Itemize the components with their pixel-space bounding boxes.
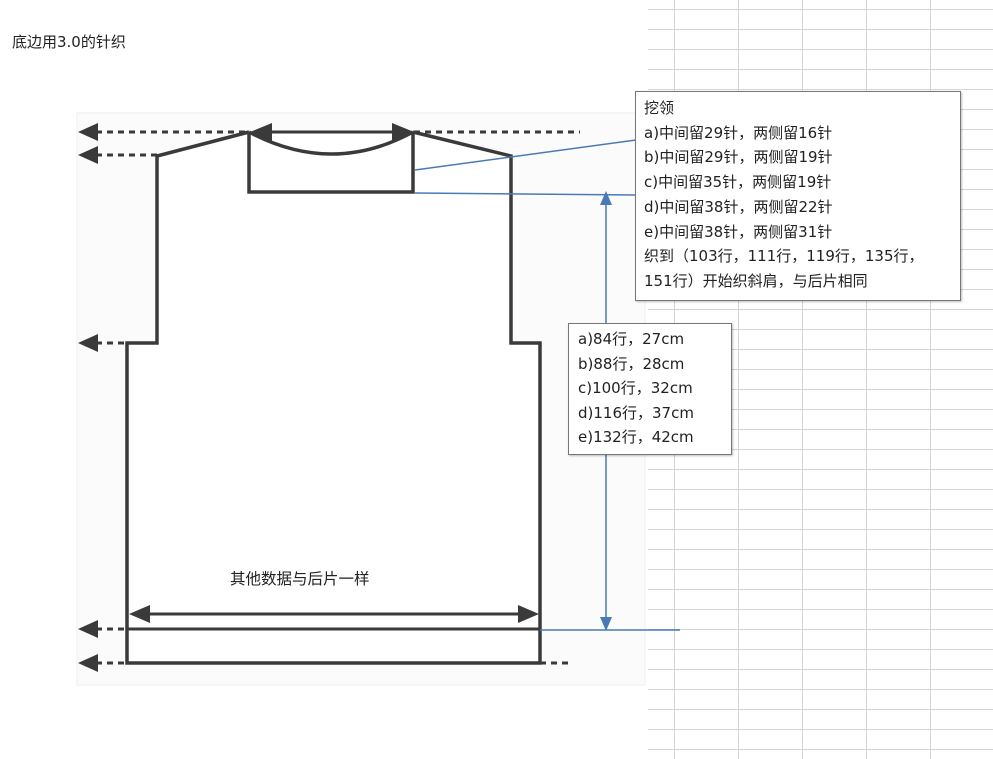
length-note-line: c)100行，32cm [578,379,693,397]
neckline-note-line: c)中间留35针，两侧留19针 [644,173,832,192]
length-arrow-bottom [600,617,612,631]
length-arrow-top [600,191,612,205]
neckline-curve [248,130,414,156]
neckline-front-box [247,132,415,194]
length-note-line: e)132行，42cm [578,428,694,446]
neck-width-arrow-right [392,123,414,141]
neckline-note-box: 挖领 a)中间留29针，两侧留16针 b)中间留29针，两侧留19针 c)中间留… [635,91,961,301]
top-note: 底边用3.0的针织 [12,33,126,51]
dashed-guide-arrowheads [78,123,98,672]
neckline-note-title: 挖领 [644,99,675,117]
neck-width-arrow-left [250,123,272,141]
dashed-guide-arrows [96,130,580,665]
hem-width-arrow-left [129,605,150,623]
neckline-note-line: d)中间留38针，两侧留22针 [644,197,833,216]
garment-outline [125,130,542,665]
neckline-note-line: 织到（103行，111行，119行，135行， [644,247,924,266]
neckline-note-line: a)中间留29针，两侧留16针 [644,123,833,142]
neckline-note-line: b)中间留29针，两侧留19针 [644,148,833,167]
callout-lines [414,139,680,631]
length-note-line: b)88行，28cm [578,354,685,373]
neckline-note-line: 151行）开始织斜肩，与后片相同 [644,271,868,290]
length-note-line: d)116行，37cm [578,403,694,422]
neckline-note-line: e)中间留38针，两侧留31针 [644,222,833,241]
length-note-line: a)84行，27cm [578,330,685,348]
length-note-box: a)84行，27cm b)88行，28cm c)100行，32cm d)116行… [568,323,732,455]
hem-width-arrow-right [518,605,539,623]
center-label: 其他数据与后片一样 [230,570,370,588]
